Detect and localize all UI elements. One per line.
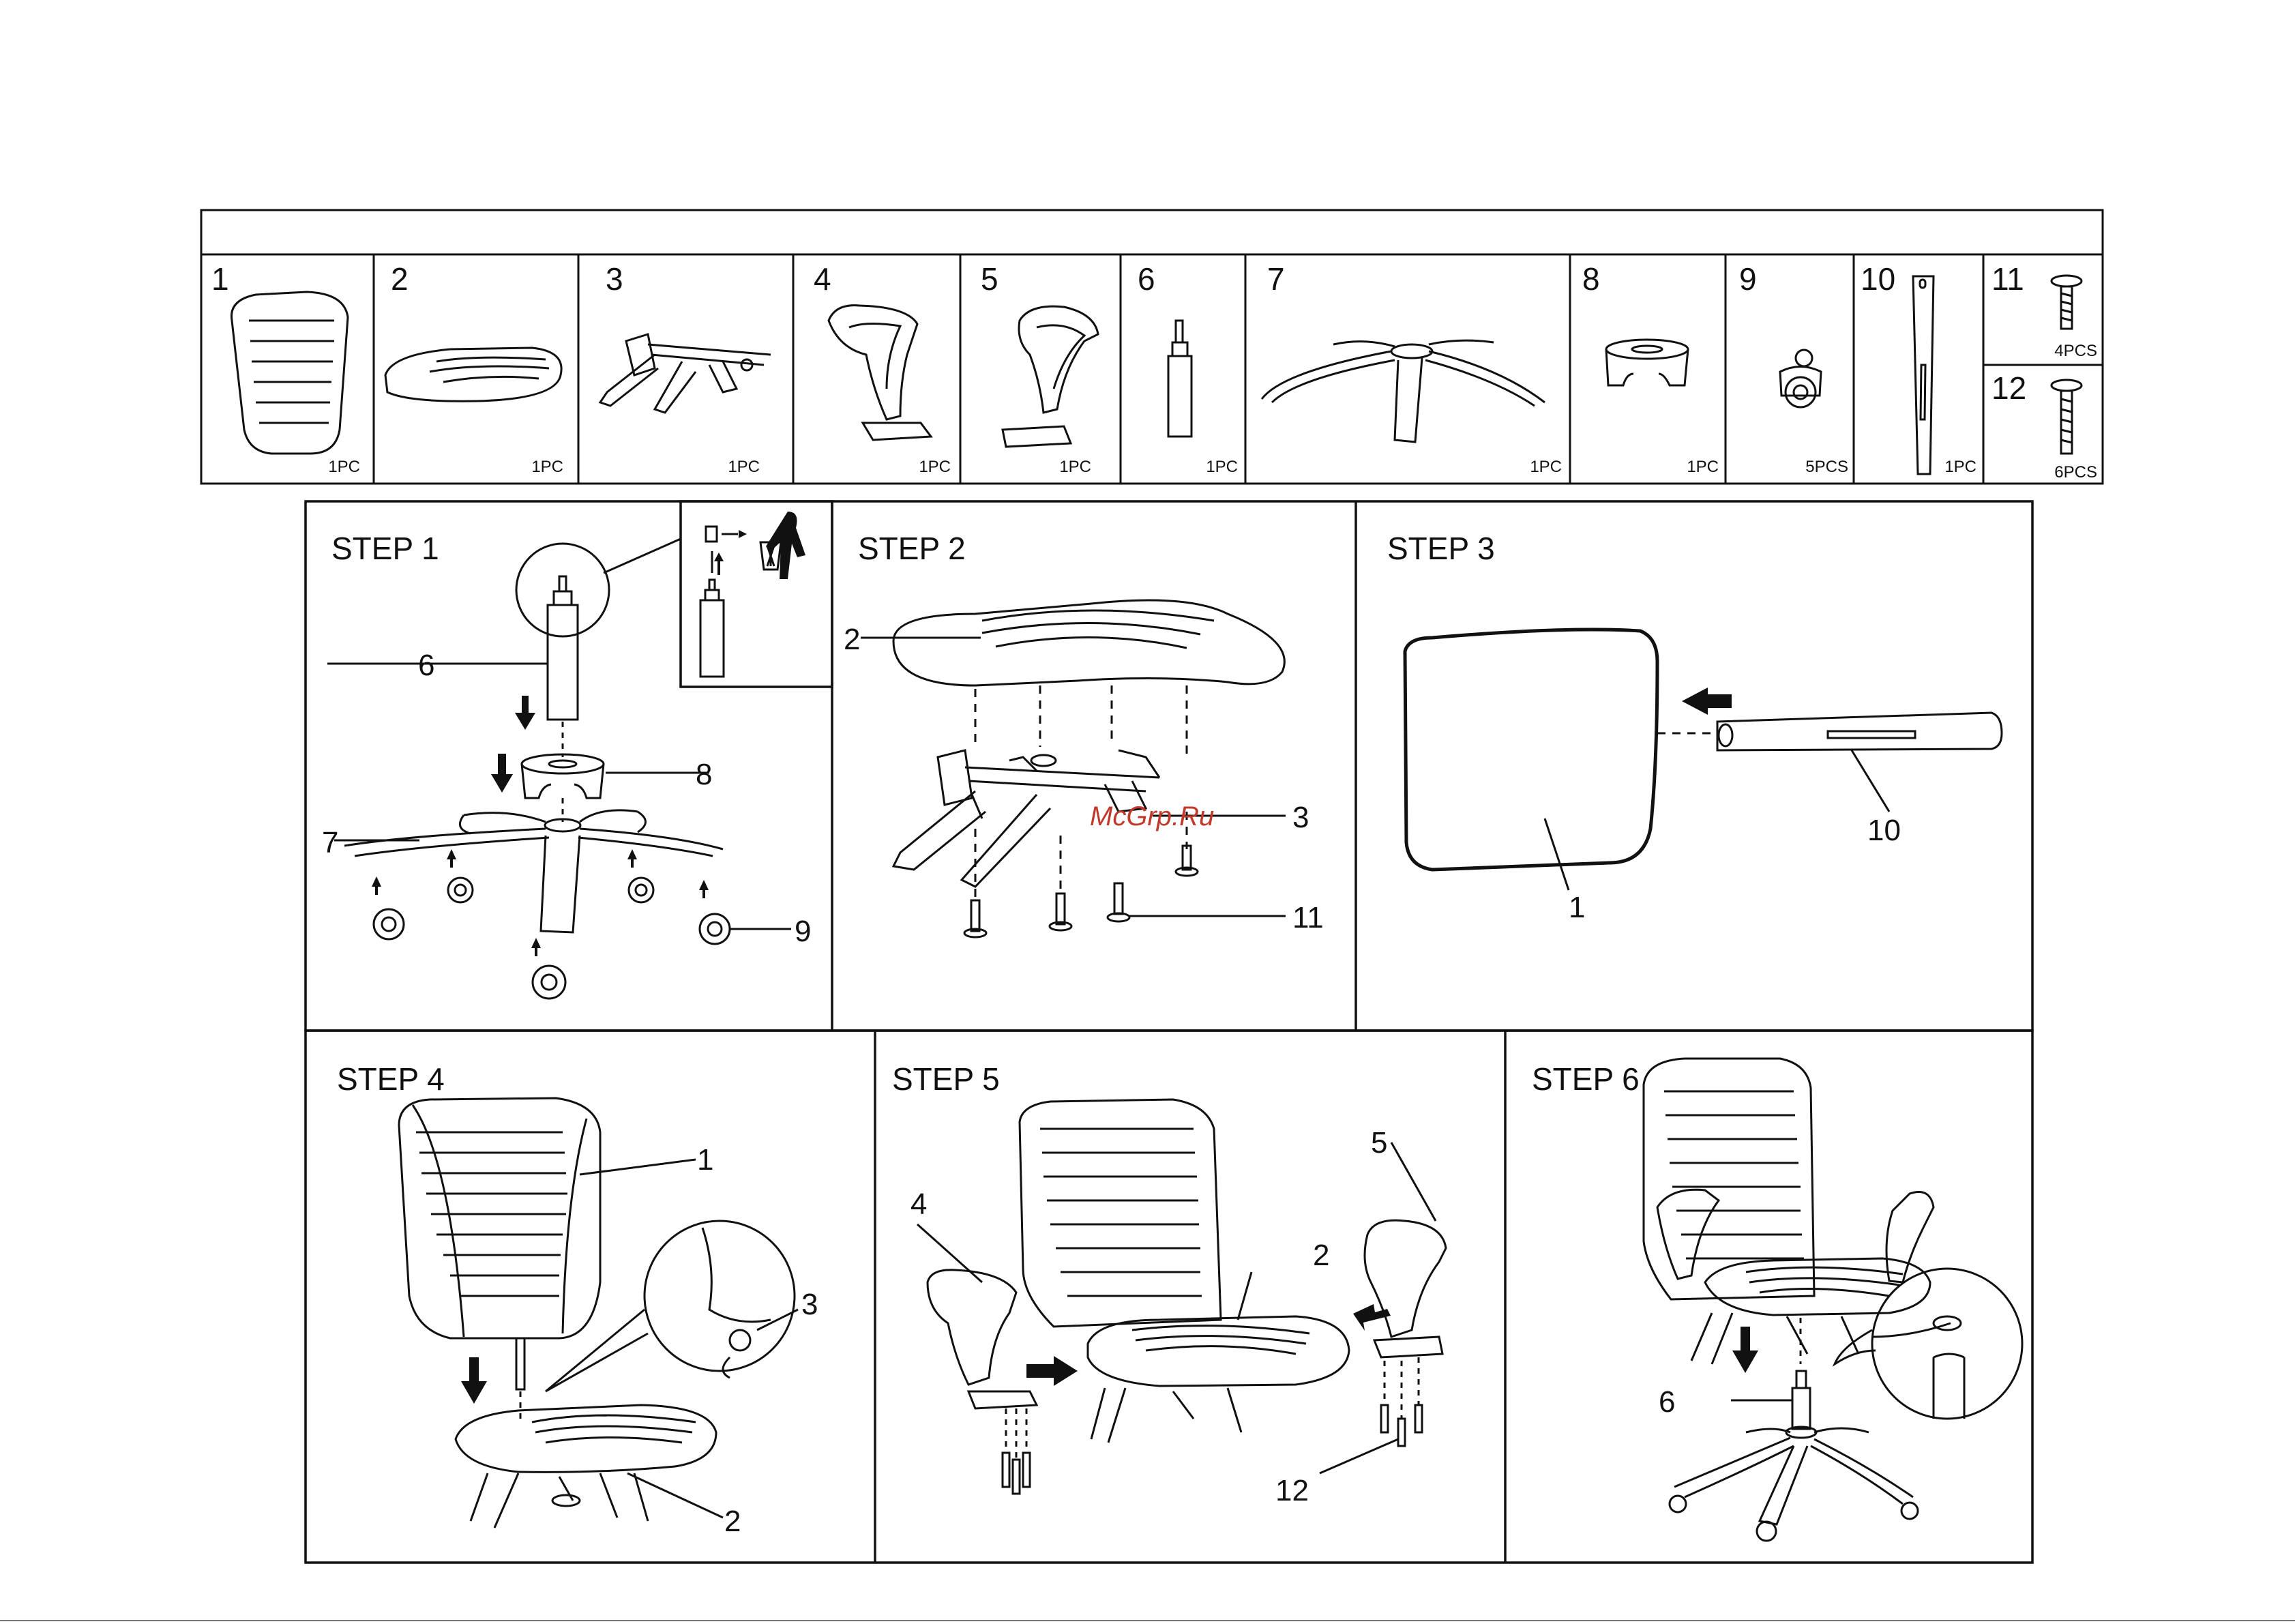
step-title: STEP 1 [331,531,439,566]
step4-illustration [399,1098,798,1528]
part-quantities: 1PC 1PC 1PC 1PC 1PC 1PC 1PC 1PC 5PCS 1PC… [328,342,2097,482]
parts-list [201,210,2103,484]
part-number: 10 [1861,261,1895,297]
callout-label: 11 [1292,901,1324,934]
callout-label: 2 [844,623,860,656]
part-number: 3 [606,261,623,297]
back-bar-part-illustration [1913,276,1934,474]
step3-callouts: 10 1 [1569,814,1901,924]
callout-label: 1 [697,1143,713,1177]
screw-icon [964,846,1198,937]
up-arrow-icon [699,880,709,898]
part-qty: 1PC [531,458,563,476]
part-drawings [231,276,2082,474]
step4-callouts: 1 3 2 [697,1143,818,1538]
callout-label: 10 [1867,814,1901,847]
part-qty: 1PC [1059,458,1091,476]
up-arrow-icon [714,552,724,575]
caster-part-illustration [1780,350,1821,407]
star-base-part-illustration [1262,340,1545,442]
callout-label: 8 [696,758,712,791]
step3-illustration [1405,630,1657,870]
part-number: 5 [981,261,998,297]
step-frames [306,501,2032,1563]
callout-label: 5 [1371,1126,1387,1160]
down-arrow-icon [461,1357,487,1404]
part-qty: 1PC [1944,458,1976,476]
callout-label: 4 [910,1187,927,1221]
up-arrow-icon [531,938,541,956]
step1-callouts: 6 8 7 9 [322,649,811,948]
parts-list-header [201,210,2103,254]
part-qty: 4PCS [2054,342,2097,360]
step1-illustration [327,527,791,999]
step-title: STEP 5 [892,1061,1000,1097]
step1-inset [681,501,832,687]
left-arrow-icon [1682,688,1732,715]
part-qty: 1PC [1206,458,1238,476]
armrest-right-part-illustration [1003,306,1098,447]
callout-label: 6 [1659,1385,1675,1419]
step6-illustration [1644,1059,2022,1541]
callout-label: 2 [724,1505,741,1538]
gas-lift-part-illustration [1168,321,1191,437]
part-number: 7 [1267,261,1285,297]
part-qty: 5PCS [1805,458,1848,476]
down-arrow-icon [1732,1327,1758,1373]
part-number: 4 [814,261,831,297]
part-qty: 1PC [919,458,951,476]
part-number: 12 [1992,370,2026,406]
callout-label: 1 [1569,891,1585,924]
down-arrow-icon [491,754,513,793]
step2-callouts: 2 3 11 [844,623,1324,934]
part-number: 2 [391,261,409,297]
step-title: STEP 4 [337,1061,445,1097]
mechanism-part-illustration [600,334,771,413]
up-arrow-icon [627,849,637,868]
up-arrow-icon [372,876,381,895]
part-number: 8 [1582,261,1600,297]
callout-label: 3 [801,1288,818,1321]
step5-illustration [917,1099,1446,1494]
bolt-long-part-illustration [2052,380,2082,454]
part-qty: 1PC [1530,458,1562,476]
callout-label: 12 [1275,1474,1309,1507]
callout-label: 7 [322,826,338,859]
callout-label: 2 [1313,1239,1329,1272]
part-qty: 1PC [1687,458,1719,476]
part-number: 6 [1138,261,1155,297]
callout-label: 9 [795,915,811,948]
armrest-left-part-illustration [829,306,931,440]
part-number: 11 [1992,261,2024,297]
step-title: STEP 3 [1387,531,1495,566]
seat-part-illustration [385,348,561,401]
step1-fill-shapes [372,512,805,956]
watermark: McGrp.Ru [1090,801,1214,831]
part-number: 1 [211,261,229,297]
down-arrow-icon [515,696,535,730]
step-title: STEP 2 [858,531,966,566]
right-arrow-icon [1026,1356,1078,1386]
part-number: 9 [1739,261,1757,297]
step-title: STEP 6 [1532,1061,1640,1097]
step2-illustration [861,600,1286,937]
part-qty: 6PCS [2054,463,2097,482]
part-numbers: 1 2 3 4 5 6 7 8 9 10 11 12 [211,261,2026,406]
step6-callouts: 6 [1659,1385,1675,1419]
step-titles: STEP 1 STEP 2 STEP 3 STEP 4 STEP 5 STEP … [331,531,1640,1097]
bolt-short-part-illustration [2052,276,2082,329]
callout-label: 6 [418,649,434,682]
callout-label: 3 [1292,801,1309,834]
up-arrow-icon [447,849,456,868]
part-qty: 1PC [328,458,360,476]
backrest-part-illustration [231,292,348,454]
part-qty: 1PC [728,458,760,476]
base-cover-part-illustration [1606,340,1688,385]
step5-callouts: 4 5 2 12 [910,1126,1387,1507]
